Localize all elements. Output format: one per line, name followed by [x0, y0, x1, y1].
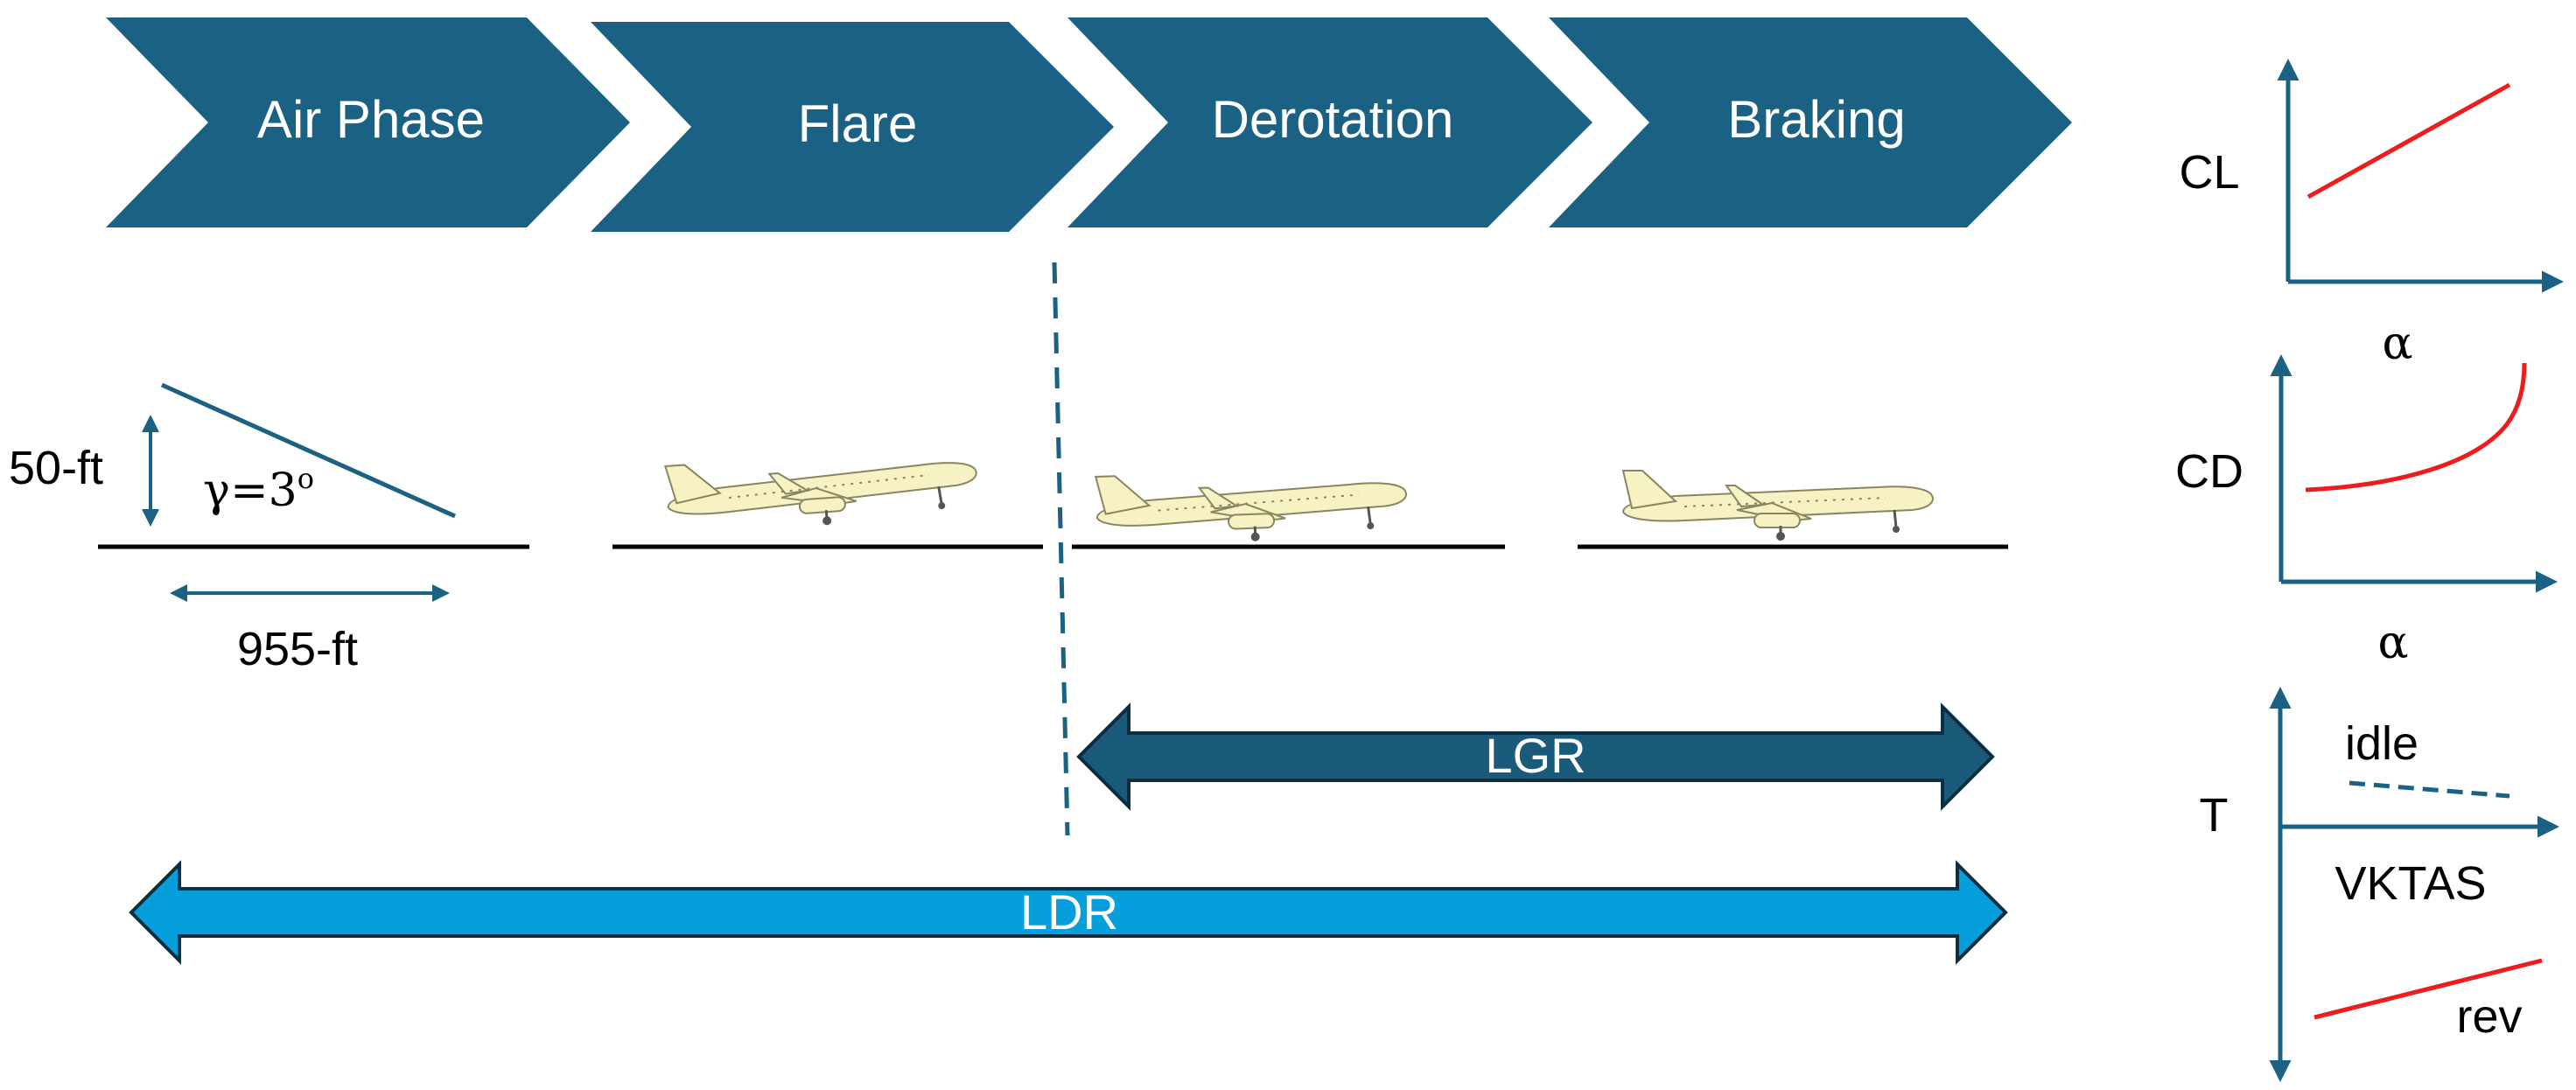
glide-slope-line: [160, 382, 457, 519]
distance-label: 955-ft: [237, 623, 358, 675]
height-label: 50-ft: [9, 442, 103, 494]
cl-ylabel: CL: [2179, 146, 2239, 199]
cd-xlabel: α: [2377, 617, 2408, 669]
phase-chevron-flare: Flare: [591, 22, 1114, 232]
phase-label-braking: Braking: [1727, 90, 1905, 149]
thrust-ylabel: T: [2200, 789, 2229, 842]
glide-angle-label: γ=3o: [203, 462, 314, 517]
phase-label-derotation: Derotation: [1212, 90, 1454, 149]
phase-label-flare: Flare: [798, 94, 918, 153]
ldr-arrow: LDR: [129, 860, 2008, 965]
cd-alpha-chart: CD α: [2175, 354, 2558, 669]
cl-alpha-chart: CL α: [2179, 59, 2564, 370]
touchdown-separator: [1052, 262, 1070, 836]
aircraft-braking: [1621, 469, 1935, 542]
thrust-speed-chart: T idle VKTAS rev: [2200, 687, 2559, 1082]
cl-curve: [2306, 82, 2511, 199]
phase-label-air-phase: Air Phase: [257, 90, 485, 149]
rev-label: rev: [2456, 990, 2522, 1043]
phase-chevron-air-phase: Air Phase: [106, 17, 630, 227]
idle-thrust-line: [2348, 780, 2510, 799]
lgr-arrow: LGR: [1076, 702, 1995, 811]
cd-curve: [2305, 362, 2527, 493]
cl-xlabel: α: [2382, 318, 2412, 370]
ldr-label: LDR: [1020, 884, 1118, 940]
thrust-xlabel: VKTAS: [2334, 857, 2486, 910]
aircraft-flare: [663, 443, 981, 538]
reverse-thrust-line: [2314, 958, 2543, 1020]
cd-ylabel: CD: [2175, 445, 2244, 498]
aircraft-derotation: [1094, 465, 1410, 548]
phase-chevron-derotation: Derotation: [1068, 17, 1592, 227]
idle-label: idle: [2345, 717, 2418, 770]
lgr-label: LGR: [1485, 728, 1586, 783]
phase-chevron-braking: Braking: [1549, 17, 2072, 227]
